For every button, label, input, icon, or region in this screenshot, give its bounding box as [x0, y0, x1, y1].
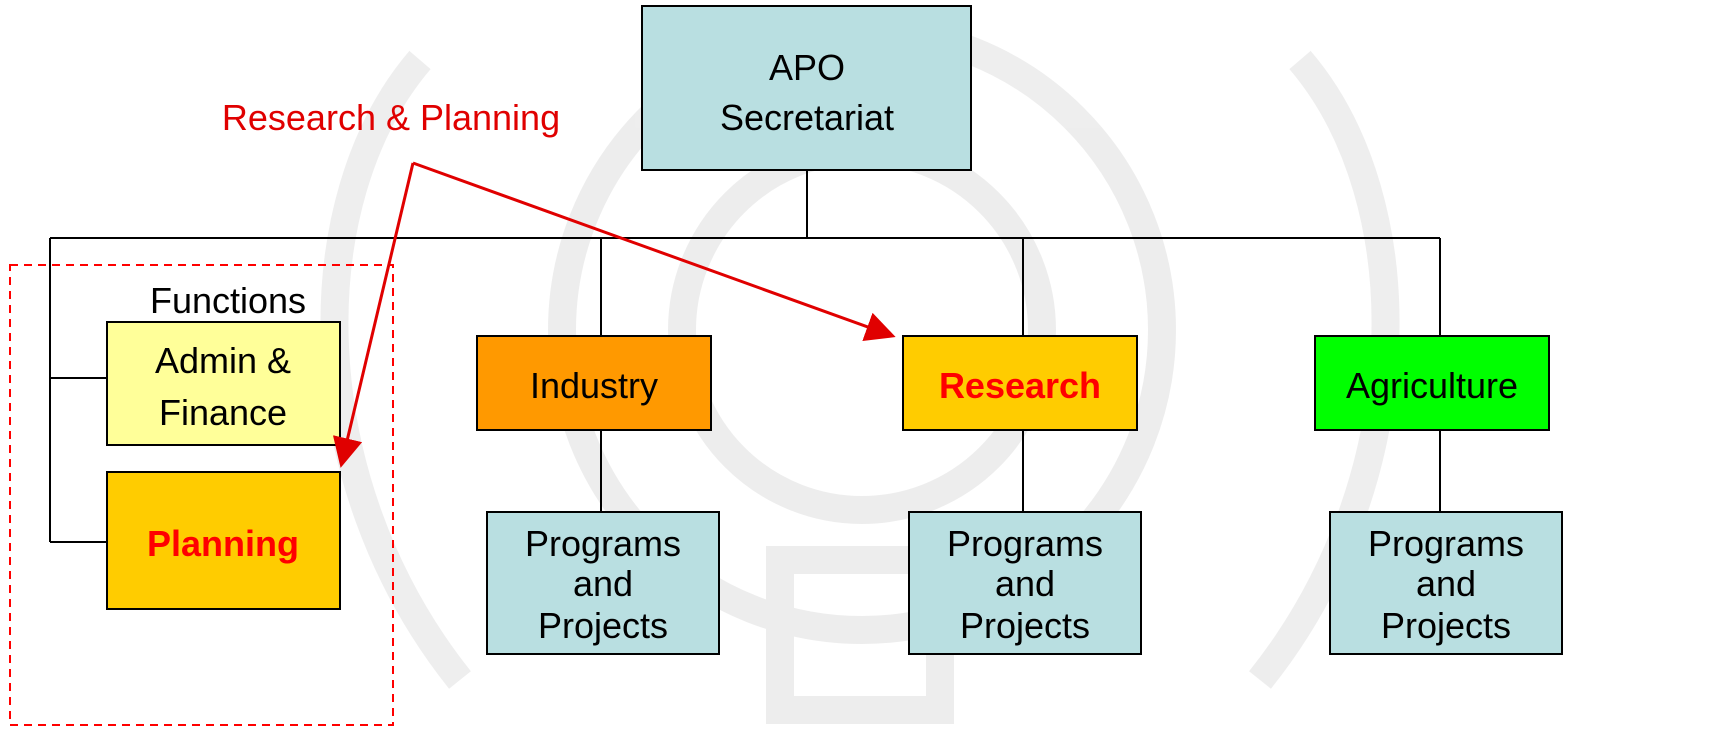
node-programs-research-line1: Programs [947, 523, 1103, 564]
node-industry-box [476, 335, 712, 431]
node-admin-finance-line1: Admin & [155, 340, 291, 381]
node-agriculture-label: Agriculture [1346, 365, 1518, 406]
node-programs-research[interactable]: Programs and Projects [908, 511, 1142, 655]
node-planning-label: Planning [147, 523, 299, 564]
node-admin-finance-box [106, 321, 341, 446]
node-admin-finance-line2: Finance [159, 392, 287, 433]
functions-group-frame [9, 264, 394, 726]
watermark-laurel-left [320, 50, 471, 689]
node-programs-agriculture-line3: Projects [1381, 605, 1511, 646]
node-industry-label: Industry [530, 365, 658, 406]
node-apo-secretariat-box [641, 5, 972, 171]
node-apo-secretariat-line1: APO [769, 47, 845, 88]
node-agriculture[interactable]: Agriculture [1314, 335, 1550, 431]
node-programs-agriculture[interactable]: Programs and Projects [1329, 511, 1563, 655]
node-agriculture-box [1314, 335, 1550, 431]
node-apo-secretariat-line2: Secretariat [720, 97, 894, 138]
node-planning[interactable]: Planning [106, 471, 341, 610]
node-planning-box [106, 471, 341, 610]
node-programs-research-line3: Projects [960, 605, 1090, 646]
node-programs-research-line2: and [995, 563, 1055, 604]
node-programs-industry-line3: Projects [538, 605, 668, 646]
node-admin-finance[interactable]: Admin & Finance [106, 321, 341, 446]
node-programs-agriculture-box [1329, 511, 1563, 655]
node-research[interactable]: Research [902, 335, 1138, 431]
node-programs-industry[interactable]: Programs and Projects [486, 511, 720, 655]
node-apo-secretariat[interactable]: APO Secretariat [641, 5, 972, 171]
annotation-arrow-to-planning [332, 162, 415, 468]
node-programs-industry-box [486, 511, 720, 655]
node-programs-agriculture-line1: Programs [1368, 523, 1524, 564]
node-research-label: Research [939, 365, 1101, 406]
node-programs-industry-line2: and [573, 563, 633, 604]
node-programs-research-box [908, 511, 1142, 655]
connectors [49, 170, 1441, 543]
node-industry[interactable]: Industry [476, 335, 712, 431]
annotation-arrow-to-research [412, 161, 896, 341]
node-programs-industry-line1: Programs [525, 523, 681, 564]
watermark-ring-inner [668, 136, 1056, 524]
functions-group-label: Functions [150, 280, 306, 321]
annotation-research-planning-label: Research & Planning [222, 97, 560, 138]
node-research-box [902, 335, 1138, 431]
node-programs-agriculture-line2: and [1416, 563, 1476, 604]
